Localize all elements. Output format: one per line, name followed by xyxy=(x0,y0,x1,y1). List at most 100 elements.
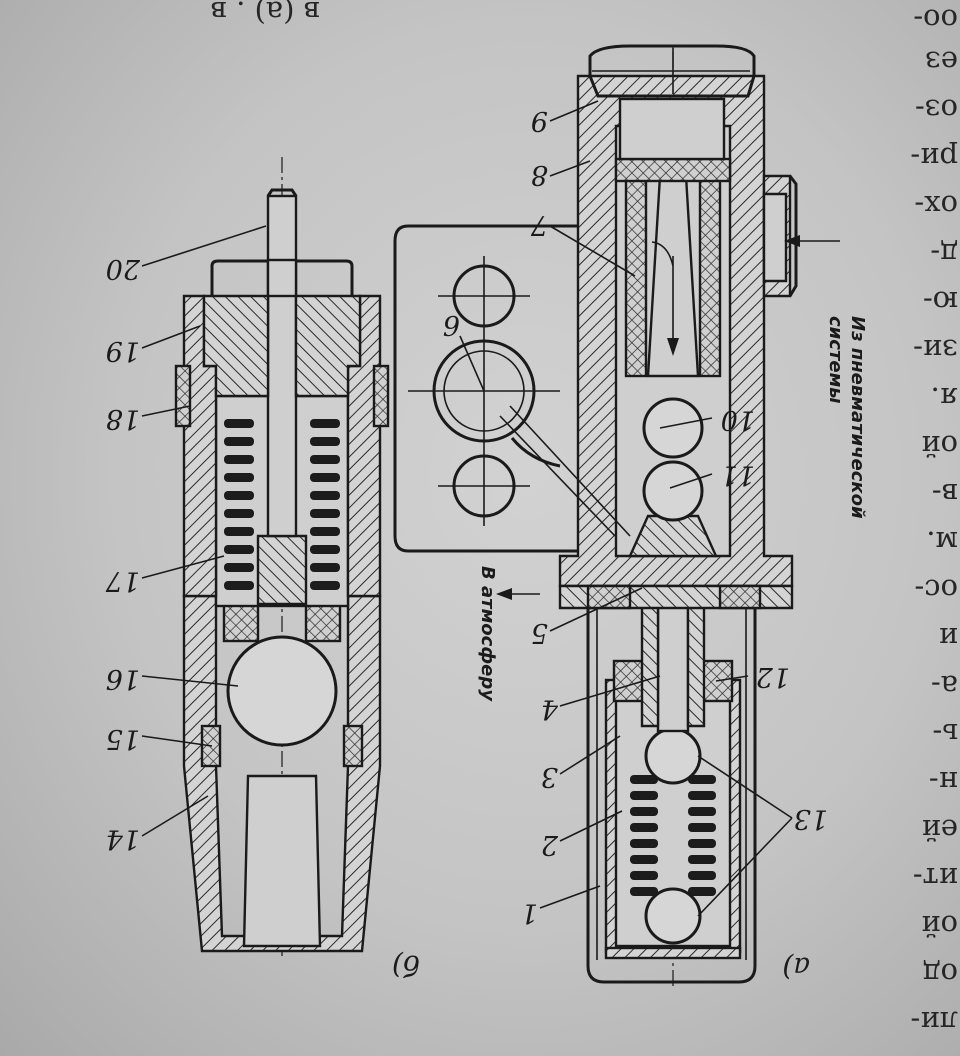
pin-through-cap xyxy=(266,258,298,298)
part-10-ball xyxy=(642,397,704,459)
label-part-9: 9 xyxy=(531,105,548,136)
inlet-caption-line1: Из пневматической xyxy=(847,316,868,519)
view-b-valve xyxy=(174,156,390,956)
label-part-16: 16 xyxy=(106,663,140,694)
text-fragment: н- xyxy=(929,765,958,799)
part-20-pin xyxy=(266,194,298,538)
captions: а) б) Из пневматической системы В атмосф… xyxy=(392,316,868,984)
leader-11 xyxy=(669,473,713,489)
label-part-11: 11 xyxy=(721,459,755,490)
leader-16 xyxy=(141,675,239,687)
part-17-spring xyxy=(224,419,340,590)
text-fragment: зи- xyxy=(913,333,958,367)
text-fragment: ой xyxy=(921,429,958,463)
text-fragment: ос- xyxy=(915,573,959,607)
outlet-caption: В атмосферу xyxy=(477,566,498,702)
flow-arrow-head xyxy=(667,338,679,356)
inlet-caption: Из пневматической системы xyxy=(825,316,868,519)
leader-20 xyxy=(141,225,267,267)
part-15-seal-left xyxy=(342,724,364,768)
leader-3 xyxy=(559,735,621,775)
label-part-3: 3 xyxy=(541,761,558,792)
part-1-cap xyxy=(586,574,757,984)
text-fragment: ит- xyxy=(913,861,958,895)
label-part-13: 13 xyxy=(794,803,828,834)
part-19-cap-left xyxy=(294,294,362,398)
text-fragment: ей xyxy=(922,813,959,847)
text-fragment-top: в (а) . в xyxy=(211,0,320,29)
spring-seat-left xyxy=(304,603,342,643)
leader-15 xyxy=(141,735,213,747)
leader-8 xyxy=(549,160,591,177)
part-7-filter-left xyxy=(698,174,722,378)
leader-18 xyxy=(141,405,191,417)
leader-19 xyxy=(141,325,201,349)
part-9-cap-nut xyxy=(588,44,756,98)
text-fragment: ох- xyxy=(914,189,958,223)
part-13-ball-upper xyxy=(644,727,702,785)
text-fragment: и xyxy=(939,621,958,655)
label-part-14: 14 xyxy=(106,823,140,854)
part-3-bottom xyxy=(604,946,742,960)
label-part-17: 17 xyxy=(105,565,140,596)
bracket-plate xyxy=(393,224,578,553)
leader-1 xyxy=(539,885,601,909)
leader-12 xyxy=(715,675,749,682)
part-16-ball xyxy=(226,635,338,747)
text-fragment: м. xyxy=(926,525,958,559)
inlet-arrow-head xyxy=(784,235,800,247)
label-part-10: 10 xyxy=(721,404,755,435)
label-part-2: 2 xyxy=(541,829,559,860)
part-14-bore xyxy=(242,774,322,948)
label-part-19: 19 xyxy=(106,335,140,366)
inlet-caption-line2: системы xyxy=(825,316,846,404)
part-11-ball xyxy=(642,460,704,522)
label-part-18: 18 xyxy=(106,403,140,434)
leader-6 xyxy=(459,335,485,392)
leader-13b xyxy=(697,817,793,917)
flow-arrow-curve xyxy=(651,241,674,267)
screw-gasket xyxy=(614,157,732,183)
spring-seat-right xyxy=(222,603,260,643)
part-5-seat xyxy=(628,514,718,558)
outlet-arrow-head xyxy=(496,588,512,600)
text-fragment: ри- xyxy=(910,141,958,175)
leader-7 xyxy=(549,225,636,277)
text-fragment: а- xyxy=(931,669,958,703)
leader-lines xyxy=(141,100,793,917)
text-fragment: ь- xyxy=(932,717,958,751)
label-part-15: 15 xyxy=(106,723,140,754)
text-fragment: в- xyxy=(932,477,958,511)
plunger-head xyxy=(256,534,308,606)
leader-13a xyxy=(697,755,793,819)
part-labels: 1 2 3 4 5 6 7 8 9 10 11 12 13 14 15 16 1… xyxy=(105,105,828,928)
sleeve-lock-right xyxy=(174,364,192,428)
sleeve-lock-left xyxy=(372,364,390,428)
part-3-wall-left xyxy=(728,678,742,954)
leader-10 xyxy=(659,417,713,429)
label-part-20: 20 xyxy=(106,253,141,284)
text-fragment: ез xyxy=(925,45,958,79)
leader-5 xyxy=(549,587,643,632)
part-7-filter-right xyxy=(624,174,648,378)
text-fragment: д- xyxy=(930,237,958,271)
text-fragment: оз- xyxy=(915,93,958,127)
text-fragment: я. xyxy=(930,381,958,415)
label-part-5: 5 xyxy=(531,617,548,648)
leader-4 xyxy=(559,675,661,707)
outlet-caption-text: В атмосферу xyxy=(477,566,498,702)
text-fragment: оо- xyxy=(913,3,958,37)
label-part-4: 4 xyxy=(541,693,559,724)
text-fragment: од xyxy=(923,957,958,991)
view-a-caption: а) xyxy=(782,951,810,984)
text-fragment: ли- xyxy=(910,1005,958,1039)
bracket-notch xyxy=(510,437,561,468)
screw-socket xyxy=(618,97,726,161)
leader-9 xyxy=(549,100,599,122)
vent-channel xyxy=(499,405,631,537)
inlet-chamfer xyxy=(788,175,798,297)
page-text-fragments: ли- од ой ит- ей н- ь- а- и ос- м. в- ой… xyxy=(211,0,958,1039)
text-fragment: ой xyxy=(921,909,958,943)
